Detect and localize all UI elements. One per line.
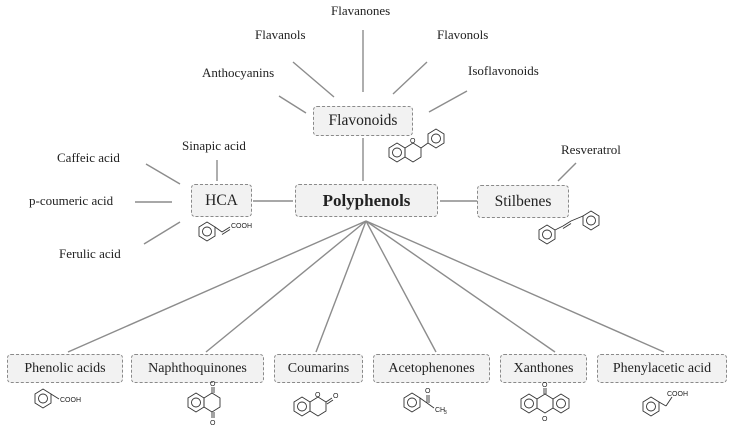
connector-coumarins — [315, 220, 367, 353]
xanthone-structure-o-carbonyl: O — [542, 382, 548, 389]
label-isoflavonoids: Isoflavonoids — [468, 63, 539, 78]
acetophenone-structure-ch: CH — [435, 407, 445, 414]
connector-phenylacetic-acid — [365, 220, 665, 353]
connector-phenolic-acids — [67, 220, 367, 353]
label-flavanols: Flavanols — [255, 27, 306, 42]
coumarin-structure — [293, 396, 334, 417]
label-flavonols: Flavonols — [437, 27, 489, 42]
label-flavanones: Flavanones — [331, 3, 391, 18]
phenolic-acids-box: Phenolic acids — [7, 354, 123, 383]
naphthoquinone-structure — [187, 387, 221, 418]
connector-flavanols — [292, 61, 335, 98]
connector-isoflavonoids — [428, 90, 468, 113]
hca-structure-cooh: COOH — [231, 223, 252, 230]
phenylacetic-acid-box: Phenylacetic acid — [597, 354, 727, 383]
coumarin-structure-o-carbonyl: O — [333, 393, 339, 400]
connector-xanthones — [365, 220, 556, 353]
connector-naphthoquinones — [205, 220, 367, 353]
label-resveratrol: Resveratrol — [561, 142, 621, 157]
coumarins-box: Coumarins — [274, 354, 363, 383]
stilbene-structure — [538, 210, 600, 245]
flavonoid-structure-o: O — [410, 138, 416, 145]
coumarin-structure-o-ring: O — [315, 392, 321, 399]
label-sinapic-acid: Sinapic acid — [182, 138, 246, 153]
acetophenone-structure — [403, 392, 435, 413]
naphthoquinones-box: Naphthoquinones — [131, 354, 264, 383]
acetophenone-structure-ch-sub: 3 — [444, 410, 447, 416]
label-anthocyanins: Anthocyanins — [202, 65, 275, 80]
label-caffeic-acid: Caffeic acid — [57, 150, 120, 165]
phenylacetic-acid-structure — [642, 396, 673, 417]
connector-caffeic-acid — [145, 163, 181, 185]
acetophenones-box: Acetophenones — [373, 354, 490, 383]
phenolic-acid-structure-cooh: COOH — [60, 397, 81, 404]
label-p-coumeric-acid: p-coumeric acid — [29, 193, 114, 208]
hca-structure — [198, 221, 231, 242]
label-ferulic-acid: Ferulic acid — [59, 246, 121, 261]
phenylacetic-acid-structure-cooh: COOH — [667, 391, 688, 398]
phenolic-acid-structure — [34, 388, 60, 409]
xanthones-box: Xanthones — [500, 354, 587, 383]
flavonoid-structure — [388, 128, 445, 163]
acetophenone-structure-o: O — [425, 388, 431, 395]
connector-acetophenones — [365, 220, 437, 353]
stilbenes-box: Stilbenes — [477, 185, 569, 218]
flavonoids-box: Flavonoids — [313, 106, 413, 136]
polyphenols-box: Polyphenols — [295, 184, 438, 217]
naphthoquinone-structure-o-bottom: O — [210, 420, 216, 427]
connector-flavonols — [392, 61, 428, 95]
connector-anthocyanins — [278, 95, 307, 114]
naphthoquinone-structure-o-top: O — [210, 381, 216, 388]
connector-ferulic-acid — [143, 221, 181, 245]
hca-box: HCA — [191, 184, 252, 217]
xanthone-structure — [520, 388, 570, 414]
xanthone-structure-o-ring: O — [542, 416, 548, 423]
connector-resveratrol — [557, 162, 577, 182]
